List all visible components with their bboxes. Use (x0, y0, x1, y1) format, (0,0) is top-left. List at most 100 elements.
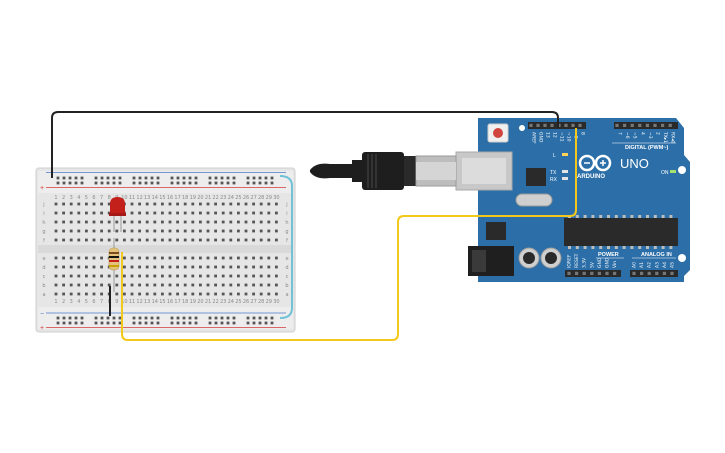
breadboard-hole[interactable] (153, 256, 157, 260)
breadboard-hole[interactable] (100, 238, 103, 242)
breadboard-hole[interactable] (191, 238, 195, 242)
breadboard-hole[interactable] (267, 238, 271, 242)
breadboard-hole[interactable] (229, 265, 233, 269)
breadboard-hole[interactable] (168, 229, 172, 233)
rail-hole[interactable] (264, 176, 268, 180)
rail-hole[interactable] (176, 176, 180, 180)
breadboard-hole[interactable] (107, 274, 111, 278)
breadboard-hole[interactable] (62, 265, 65, 269)
rail-hole[interactable] (258, 316, 262, 320)
rail-hole[interactable] (106, 321, 110, 325)
breadboard-hole[interactable] (183, 292, 187, 296)
breadboard-hole[interactable] (54, 292, 58, 296)
rail-hole[interactable] (170, 176, 174, 180)
rail-hole[interactable] (144, 181, 148, 185)
breadboard-hole[interactable] (130, 238, 134, 242)
breadboard-hole[interactable] (176, 220, 179, 224)
breadboard-hole[interactable] (69, 256, 73, 260)
breadboard-hole[interactable] (100, 265, 103, 269)
breadboard-hole[interactable] (54, 274, 58, 278)
breadboard-hole[interactable] (107, 220, 111, 224)
breadboard-hole[interactable] (100, 211, 103, 215)
breadboard-hole[interactable] (168, 238, 172, 242)
breadboard-hole[interactable] (77, 283, 81, 287)
breadboard-hole[interactable] (77, 256, 81, 260)
rail-hole[interactable] (232, 181, 236, 185)
rail-hole[interactable] (188, 321, 192, 325)
breadboard-hole[interactable] (259, 229, 263, 233)
breadboard-hole[interactable] (115, 292, 119, 296)
breadboard-hole[interactable] (214, 202, 217, 206)
breadboard-hole[interactable] (69, 238, 73, 242)
breadboard-hole[interactable] (206, 202, 210, 206)
breadboard-hole[interactable] (191, 211, 195, 215)
breadboard-hole[interactable] (214, 211, 217, 215)
breadboard-hole[interactable] (145, 265, 149, 269)
breadboard-hole[interactable] (54, 238, 58, 242)
rail-hole[interactable] (62, 316, 66, 320)
digital-pin[interactable] (529, 123, 533, 127)
breadboard-hole[interactable] (130, 202, 134, 206)
breadboard-hole[interactable] (161, 283, 164, 287)
breadboard-hole[interactable] (123, 292, 126, 296)
breadboard-hole[interactable] (115, 238, 119, 242)
breadboard-hole[interactable] (176, 211, 179, 215)
analog-pin[interactable] (647, 271, 651, 275)
breadboard-hole[interactable] (168, 265, 172, 269)
rail-hole[interactable] (208, 321, 212, 325)
breadboard-hole[interactable] (214, 265, 217, 269)
rail-hole[interactable] (112, 181, 116, 185)
breadboard-hole[interactable] (252, 265, 255, 269)
wire-cyan-rail-jumper[interactable] (279, 175, 293, 319)
breadboard-hole[interactable] (100, 292, 103, 296)
rail-hole[interactable] (144, 316, 148, 320)
rail-hole[interactable] (214, 316, 218, 320)
rail-hole[interactable] (74, 176, 78, 180)
rail-hole[interactable] (270, 321, 274, 325)
rail-hole[interactable] (208, 316, 212, 320)
breadboard-hole[interactable] (77, 265, 81, 269)
breadboard-hole[interactable] (275, 202, 278, 206)
breadboard-hole[interactable] (267, 220, 271, 224)
rail-hole[interactable] (56, 321, 60, 325)
breadboard-hole[interactable] (107, 202, 111, 206)
breadboard-hole[interactable] (214, 274, 217, 278)
breadboard-hole[interactable] (153, 274, 157, 278)
rail-hole[interactable] (74, 181, 78, 185)
breadboard-hole[interactable] (206, 229, 210, 233)
breadboard-hole[interactable] (244, 238, 248, 242)
breadboard-hole[interactable] (153, 292, 157, 296)
breadboard-hole[interactable] (100, 283, 103, 287)
breadboard-hole[interactable] (168, 220, 172, 224)
breadboard-hole[interactable] (168, 292, 172, 296)
breadboard-hole[interactable] (191, 265, 195, 269)
rail-hole[interactable] (62, 181, 66, 185)
breadboard-hole[interactable] (92, 274, 96, 278)
rail-hole[interactable] (112, 321, 116, 325)
breadboard-hole[interactable] (54, 211, 58, 215)
breadboard-hole[interactable] (176, 238, 179, 242)
rail-hole[interactable] (156, 181, 160, 185)
breadboard-hole[interactable] (259, 238, 263, 242)
rail-hole[interactable] (252, 176, 256, 180)
rail-hole[interactable] (258, 321, 262, 325)
wire-yellow-pin13[interactable] (121, 128, 577, 341)
breadboard-hole[interactable] (161, 211, 164, 215)
rail-hole[interactable] (194, 181, 198, 185)
rail-hole[interactable] (56, 176, 60, 180)
breadboard-hole[interactable] (115, 229, 119, 233)
breadboard-hole[interactable] (161, 238, 164, 242)
breadboard-hole[interactable] (183, 220, 187, 224)
breadboard-hole[interactable] (168, 256, 172, 260)
breadboard-hole[interactable] (145, 292, 149, 296)
breadboard-hole[interactable] (92, 211, 96, 215)
breadboard-hole[interactable] (206, 292, 210, 296)
rail-hole[interactable] (156, 321, 160, 325)
rail-hole[interactable] (264, 181, 268, 185)
rail-hole[interactable] (144, 321, 148, 325)
rail-hole[interactable] (264, 316, 268, 320)
breadboard-hole[interactable] (130, 283, 134, 287)
breadboard-hole[interactable] (199, 274, 202, 278)
rail-hole[interactable] (62, 176, 66, 180)
